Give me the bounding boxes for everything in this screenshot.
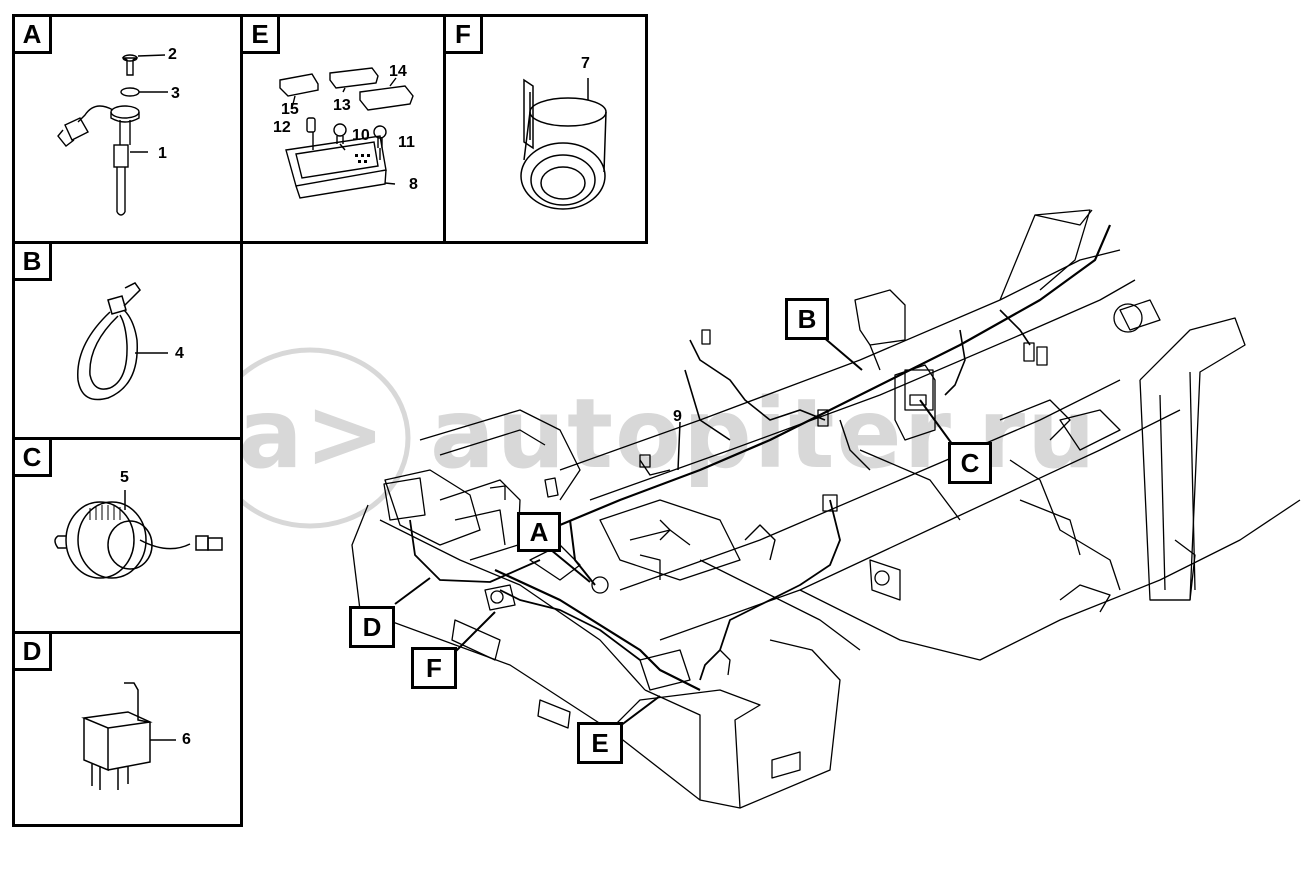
callout-b: B [785,298,829,340]
callout-c: C [948,442,992,484]
part-number-9: 9 [673,408,682,425]
part-number-5: 5 [120,469,129,486]
part-number-4: 4 [175,345,184,362]
part-number-14: 14 [389,63,407,80]
part-number-2: 2 [168,46,177,63]
callout-a: A [517,512,561,552]
panel-tag-b: B [12,241,52,281]
panel-tag-a: A [12,14,52,54]
panel-tag-f: F [443,14,483,54]
part-number-8: 8 [409,176,418,193]
part-number-7: 7 [581,55,590,72]
callout-d: D [349,606,395,648]
part-number-1: 1 [158,145,167,162]
part-number-15: 15 [281,101,299,118]
callout-e: E [577,722,623,764]
part-number-13: 13 [333,97,351,114]
panel-tag-c: C [12,437,52,477]
part-number-11: 11 [398,134,415,151]
part-number-10: 10 [352,127,370,144]
panel-tag-d: D [12,631,52,671]
callout-f: F [411,647,457,689]
detail-panel-a [12,14,243,244]
part-number-12: 12 [273,119,291,136]
part-number-3: 3 [171,85,180,102]
panel-tag-e: E [240,14,280,54]
part-number-6: 6 [182,731,191,748]
watermark-logo-glyph: a> [238,378,388,490]
